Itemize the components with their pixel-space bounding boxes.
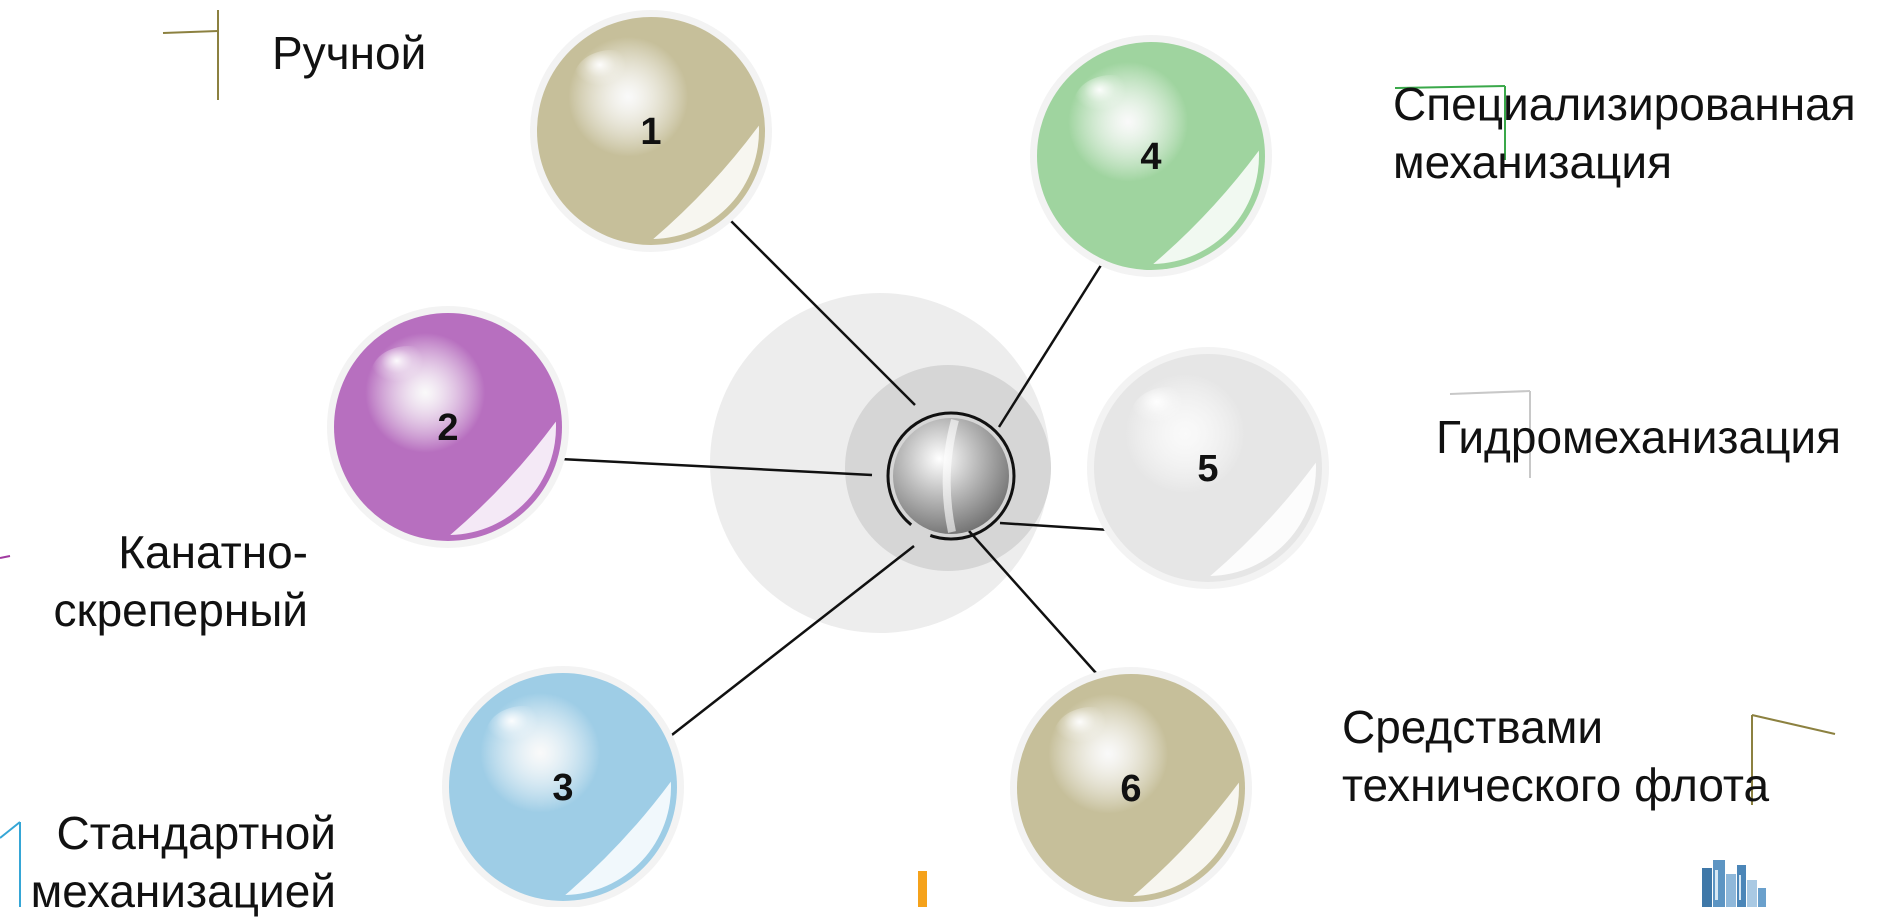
decor-olive-6a bbox=[1751, 714, 1836, 735]
node-2-highlight bbox=[370, 346, 446, 406]
node-2: 2 bbox=[327, 306, 569, 548]
city-logo-image bbox=[1702, 860, 1766, 907]
node-1: 1 bbox=[530, 10, 772, 252]
connector-6 bbox=[968, 530, 1105, 683]
label-node-2-line-2: скреперный bbox=[53, 584, 308, 636]
node-6-highlight bbox=[1053, 707, 1129, 767]
node-1-number: 1 bbox=[640, 111, 661, 153]
connectors bbox=[559, 219, 1111, 739]
node-spheres: 1 2 3 4 5 6 bbox=[327, 10, 1329, 909]
decor-blue-a bbox=[0, 821, 21, 839]
connector-2 bbox=[559, 457, 873, 477]
node-6-swoosh bbox=[1133, 782, 1239, 896]
node-3-swoosh bbox=[565, 781, 671, 895]
decor-purple bbox=[0, 555, 11, 559]
label-node-2: Канатно- скреперный bbox=[6, 523, 308, 639]
node-3-number: 3 bbox=[552, 767, 573, 809]
node-4-number: 4 bbox=[1140, 136, 1161, 178]
decor-olive-1a bbox=[162, 30, 219, 34]
node-4-highlight bbox=[1073, 75, 1149, 135]
node-1-highlight bbox=[573, 50, 649, 110]
hub-sphere bbox=[893, 418, 1009, 534]
node-1-swoosh bbox=[653, 125, 760, 239]
label-node-5: Гидромеханизация bbox=[1436, 408, 1841, 466]
label-node-6-line-1: Средствами bbox=[1342, 701, 1604, 753]
connector-5 bbox=[999, 521, 1111, 532]
hub-ring bbox=[886, 411, 1016, 541]
label-node-1: Ручной bbox=[272, 24, 426, 82]
label-node-3: Стандартной механизацией bbox=[20, 804, 336, 920]
decor-grey-a bbox=[1449, 390, 1531, 395]
label-node-1-line-1: Ручной bbox=[272, 27, 427, 79]
node-4: 4 bbox=[1030, 35, 1272, 277]
label-node-6: Средствами технического флота bbox=[1342, 698, 1769, 814]
label-node-4-line-1: Специализированная bbox=[1393, 78, 1856, 130]
node-3: 3 bbox=[442, 666, 684, 908]
label-node-5-line-1: Гидромеханизация bbox=[1436, 411, 1842, 463]
node-2-number: 2 bbox=[437, 407, 458, 449]
connector-1 bbox=[729, 219, 916, 406]
label-node-4-line-2: механизация bbox=[1393, 136, 1672, 188]
node-4-swoosh bbox=[1153, 150, 1259, 264]
node-5-highlight bbox=[1130, 387, 1206, 447]
decor-green-a bbox=[1394, 85, 1506, 89]
node-6: 6 bbox=[1010, 667, 1252, 909]
decor-accents bbox=[0, 10, 1836, 907]
label-node-2-line-1: Канатно- bbox=[118, 526, 308, 578]
label-node-4: Специализированная механизация bbox=[1393, 75, 1856, 191]
hub bbox=[885, 410, 1017, 542]
label-node-6-line-2: технического флота bbox=[1342, 759, 1770, 811]
label-node-3-line-1: Стандартной bbox=[56, 807, 336, 859]
connector-4 bbox=[997, 261, 1105, 428]
node-5-number: 5 bbox=[1197, 448, 1218, 490]
orange-accent-bar bbox=[918, 871, 927, 907]
node-5: 5 bbox=[1087, 347, 1329, 589]
node-6-number: 6 bbox=[1120, 768, 1141, 810]
node-2-swoosh bbox=[450, 421, 556, 535]
connector-3 bbox=[667, 545, 915, 739]
node-3-highlight bbox=[485, 706, 561, 766]
label-node-3-line-2: механизацией bbox=[30, 865, 336, 917]
hub-sphere-shine bbox=[942, 418, 959, 533]
node-5-swoosh bbox=[1210, 462, 1316, 576]
